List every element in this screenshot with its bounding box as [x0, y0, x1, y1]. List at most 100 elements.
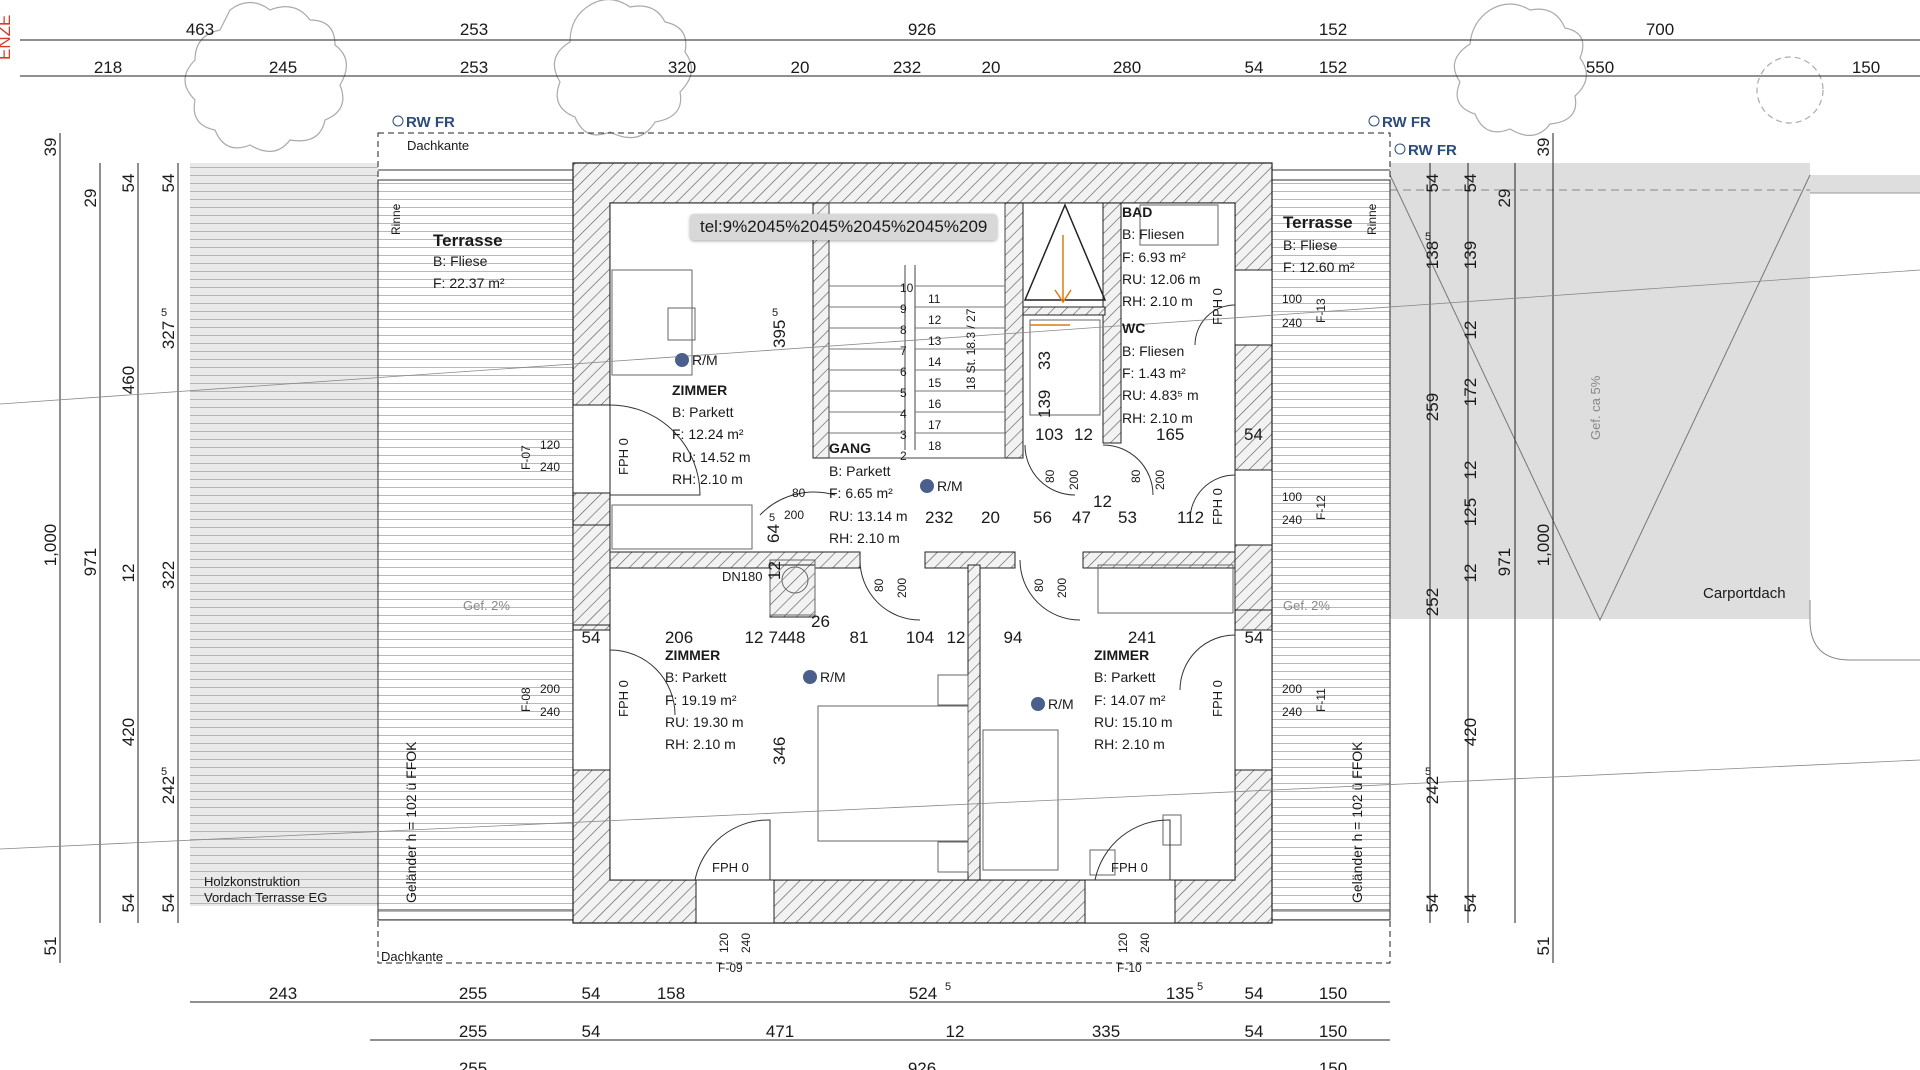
carport-label: Carportdach [1703, 585, 1786, 602]
fph-label: FPH 0 [616, 438, 631, 475]
dim-text: 20 [981, 508, 1000, 527]
rw-fr-markers: RW FR RW FR RW FR [392, 114, 1457, 159]
dim-text: 172 [1461, 378, 1480, 406]
dim-text: 5 [772, 307, 778, 319]
window-id: F-09 [718, 961, 743, 975]
rw-fr-label: RW FR [406, 114, 455, 131]
rinne-label: Rinne [389, 203, 403, 235]
bottom-dim-row2: 255 54 471 12 335 54 150 [459, 1022, 1347, 1041]
room-name: WC [1122, 320, 1145, 336]
dim-text: 54 [582, 628, 601, 647]
fph-label: FPH 0 [1111, 860, 1148, 875]
dim-text: 700 [1646, 20, 1674, 39]
dim-text: 54 [1245, 1022, 1264, 1041]
rm-markers: R/M R/M R/M R/M [675, 352, 1074, 712]
room-detail: B: Fliesen [1122, 343, 1184, 359]
room-name: ZIMMER [672, 382, 727, 398]
mid-row-dims: 54 206 12 74 48 81 104 12 94 241 54 [582, 628, 1264, 647]
top-dim-row1: 463 253 926 152 700 [186, 20, 1674, 39]
fph-label: FPH 0 [616, 680, 631, 717]
slope-label: Gef. 2% [463, 598, 510, 613]
dim-text: 29 [1495, 189, 1514, 208]
window-dim: 240 [1282, 705, 1302, 719]
dachkante-label: Dachkante [407, 138, 469, 153]
dim-text: 138 [1423, 241, 1442, 269]
dim-text: 47 [1072, 508, 1091, 527]
stair-step: 16 [928, 397, 942, 411]
dim-text: 150 [1319, 1059, 1347, 1070]
dim-text: 12 [765, 561, 784, 580]
room-name: BAD [1122, 204, 1152, 220]
room-detail: RU: 13.14 m [829, 508, 908, 524]
dim-text: 54 [1245, 628, 1264, 647]
stair-step: 18 [928, 439, 942, 453]
room-name: Terrasse [1283, 213, 1353, 232]
inner-dims: 395 5 33 139 103 12 165 54 12 64 5 232 2… [764, 307, 1263, 765]
room-detail: B: Fliese [433, 253, 488, 269]
dim-text: 259 [1423, 393, 1442, 421]
dim-text: 463 [186, 20, 214, 39]
dim-text: 48 [787, 628, 806, 647]
room-detail: F: 6.93 m² [1122, 249, 1186, 265]
fph-label: FPH 0 [712, 860, 749, 875]
dim-text: 54 [119, 894, 138, 913]
top-dim-row2: 218 245 253 320 20 232 20 280 54 152 550… [94, 58, 1880, 77]
dim-text: 252 [1423, 588, 1442, 616]
dim-text: 335 [1092, 1022, 1120, 1041]
stair-step: 3 [900, 428, 907, 442]
room-zimmer-3: ZIMMER B: Parkett F: 14.07 m² RU: 15.10 … [1094, 647, 1173, 752]
dachkante-label: Dachkante [381, 949, 443, 964]
window-dim: 240 [739, 933, 753, 953]
window-id: F-11 [1314, 688, 1328, 712]
dim-text: 322 [159, 561, 178, 589]
dim-text: 200 [895, 578, 909, 598]
dim-text: 200 [1153, 470, 1167, 490]
door-swings [609, 304, 1236, 881]
dim-text: 242 [1423, 776, 1442, 804]
room-detail: RU: 4.83⁵ m [1122, 387, 1199, 403]
dim-text: 12 [1461, 321, 1480, 340]
room-gang: GANG B: Parkett F: 6.65 m² RU: 13.14 m R… [829, 440, 908, 546]
stair-step: 9 [900, 302, 907, 316]
dim-text: 80 [1129, 469, 1143, 483]
dim-text: 54 [1423, 174, 1442, 193]
dim-text: 926 [908, 20, 936, 39]
stair-numbers: 10 9 8 7 6 5 4 3 2 11 12 13 14 15 16 17 … [900, 281, 978, 463]
dim-text: 460 [119, 366, 138, 394]
railing-label: Geländer h = 102 ü FFOK [1349, 741, 1365, 903]
slope-label: Gef. 2% [1283, 598, 1330, 613]
stair-step: 12 [928, 313, 942, 327]
room-detail: B: Fliese [1283, 237, 1338, 253]
stair-step: 13 [928, 334, 942, 348]
dim-text: 232 [925, 508, 953, 527]
dim-text: 245 [269, 58, 297, 77]
rm-label: R/M [1048, 696, 1074, 712]
rm-label: R/M [820, 669, 846, 685]
room-detail: RU: 15.10 m [1094, 714, 1173, 730]
stair-step: 4 [900, 407, 907, 421]
room-detail: RU: 12.06 m [1122, 271, 1201, 287]
room-detail: F: 22.37 m² [433, 275, 505, 291]
window-dim: 100 [1282, 292, 1302, 306]
dim-text: 242 [159, 776, 178, 804]
left-dims: 39 1,000 51 29 971 54 460 12 420 54 54 3… [41, 138, 178, 956]
room-detail: RH: 2.10 m [672, 471, 743, 487]
dim-text: 51 [41, 937, 60, 956]
room-detail: F: 6.65 m² [829, 485, 893, 501]
text-layer: ENZE 463 253 926 152 700 218 245 253 320… [0, 15, 1880, 1070]
dim-text: 26 [811, 612, 830, 631]
stair-step: 6 [900, 365, 907, 379]
dim-text: 327 [159, 321, 178, 349]
room-detail: RH: 2.10 m [1094, 736, 1165, 752]
window-dim: 240 [540, 460, 560, 474]
dim-text: 395 [770, 320, 789, 348]
dim-text: 12 [1074, 425, 1093, 444]
stair-step: 11 [928, 292, 941, 306]
room-zimmer-1: ZIMMER B: Parkett F: 12.24 m² RU: 14.52 … [672, 382, 751, 487]
window-dim: 240 [540, 705, 560, 719]
room-wc: WC B: Fliesen F: 1.43 m² RU: 4.83⁵ m RH:… [1122, 320, 1199, 426]
room-name: Terrasse [433, 231, 503, 250]
stair-step: 14 [928, 355, 942, 369]
left-terrace-deck [190, 163, 378, 906]
